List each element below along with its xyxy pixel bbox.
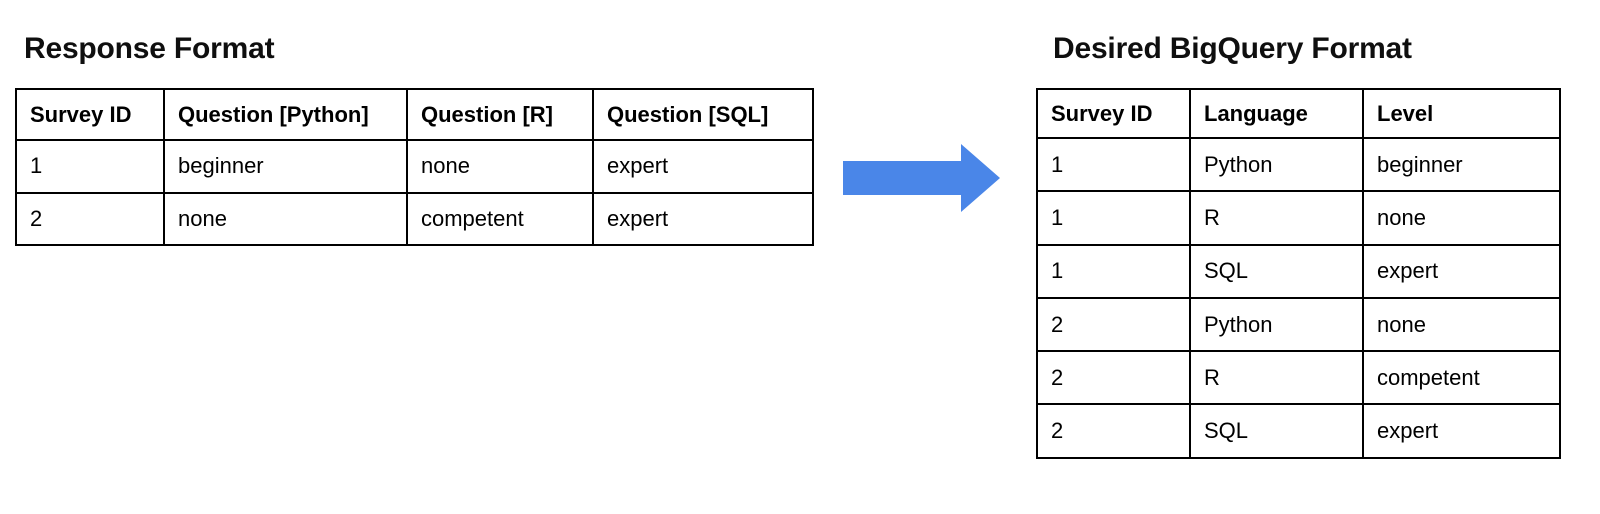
table-row: 2 none competent expert [15,191,814,246]
header-cell-question-sql: Question [SQL] [592,88,814,141]
table-row: 1 Python beginner [1036,136,1561,193]
data-cell: competent [406,191,594,246]
header-cell-survey-id: Survey ID [1036,88,1191,139]
data-cell: none [406,139,594,194]
data-cell: 1 [15,139,165,194]
right-arrow-shape [843,144,1000,212]
table-row: 2 R competent [1036,350,1561,406]
data-cell: R [1189,350,1364,406]
data-cell: 1 [1036,243,1191,299]
table-row: 1 beginner none expert [15,139,814,194]
data-cell: 2 [1036,350,1191,406]
response-format-title: Response Format [24,32,275,65]
data-cell: 2 [1036,403,1191,459]
table-row: 2 Python none [1036,296,1561,353]
data-cell: expert [592,139,814,194]
table-row: 1 R none [1036,190,1561,246]
table-row: 1 SQL expert [1036,243,1561,299]
header-cell-language: Language [1189,88,1364,139]
data-cell: beginner [163,139,408,194]
bigquery-format-title: Desired BigQuery Format [1053,32,1412,65]
data-cell: 1 [1036,136,1191,193]
data-cell: SQL [1189,243,1364,299]
data-cell: SQL [1189,403,1364,459]
data-cell: none [1362,296,1561,353]
data-cell: none [163,191,408,246]
data-cell: expert [1362,403,1561,459]
data-cell: Python [1189,296,1364,353]
data-cell: 1 [1036,190,1191,246]
header-cell-level: Level [1362,88,1561,139]
data-cell: none [1362,190,1561,246]
data-cell: expert [1362,243,1561,299]
response-format-table: Survey ID Question [Python] Question [R]… [15,88,814,246]
header-row: Survey ID Question [Python] Question [R]… [15,88,814,141]
header-cell-survey-id: Survey ID [15,88,165,141]
header-cell-question-r: Question [R] [406,88,594,141]
bigquery-format-table: Survey ID Language Level 1 Python beginn… [1036,88,1561,459]
data-cell: R [1189,190,1364,246]
table-row: 2 SQL expert [1036,403,1561,459]
right-arrow-icon [843,144,1000,212]
data-cell: Python [1189,136,1364,193]
data-cell: 2 [15,191,165,246]
data-cell: expert [592,191,814,246]
header-cell-question-python: Question [Python] [163,88,408,141]
data-cell: 2 [1036,296,1191,353]
data-cell: competent [1362,350,1561,406]
header-row: Survey ID Language Level [1036,88,1561,139]
data-cell: beginner [1362,136,1561,193]
